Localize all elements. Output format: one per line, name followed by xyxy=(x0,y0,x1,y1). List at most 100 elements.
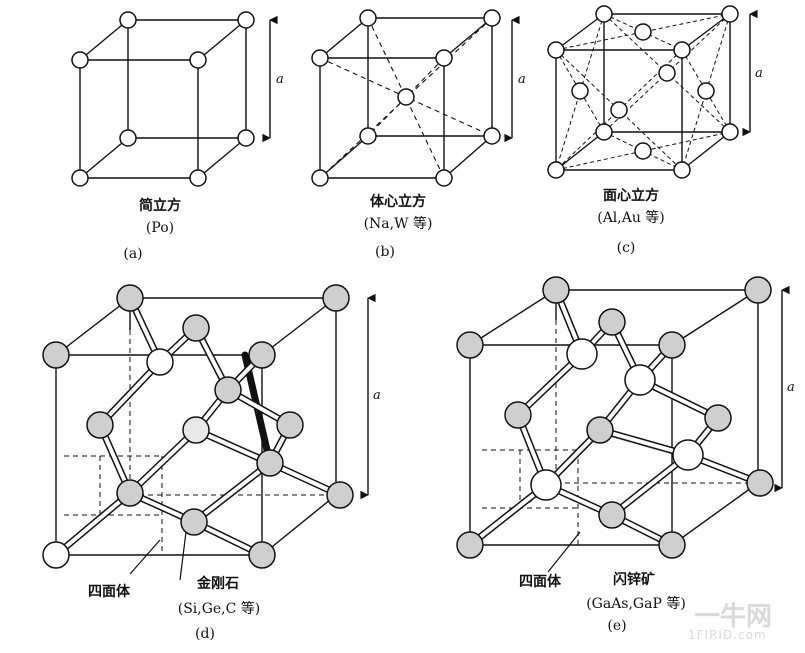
atom xyxy=(586,416,614,444)
atom xyxy=(71,51,89,69)
axis-label-e: a xyxy=(787,380,795,395)
atom-corner xyxy=(42,341,70,369)
axis-label-b: a xyxy=(518,72,526,87)
caption-example-b: (Na,W 等) xyxy=(363,216,433,232)
pointer-label-tetrahedron-d: 四面体 xyxy=(88,584,130,600)
atom xyxy=(483,127,501,145)
caption-example-d: (Si,Ge,C 等) xyxy=(177,601,261,617)
atom xyxy=(566,338,598,370)
atom-corner xyxy=(456,331,484,359)
atom-corner xyxy=(248,541,276,569)
atom xyxy=(624,364,656,396)
atom-face xyxy=(610,101,628,119)
atom xyxy=(483,9,501,27)
atom-corner xyxy=(744,276,772,304)
caption-tag-e: (e) xyxy=(607,618,627,634)
atom xyxy=(86,411,114,439)
atom xyxy=(673,41,691,59)
atom-face xyxy=(634,142,652,160)
caption-tag-a: (a) xyxy=(123,246,143,262)
atom xyxy=(189,169,207,187)
atom-corner xyxy=(326,481,354,509)
atom-corner xyxy=(248,341,276,369)
atom xyxy=(71,169,89,187)
atom xyxy=(276,411,304,439)
axis-label-a: a xyxy=(276,72,284,87)
atom-face xyxy=(697,82,715,100)
atom xyxy=(311,169,329,187)
atom xyxy=(116,479,144,507)
axis-label-c: a xyxy=(755,66,763,81)
atom xyxy=(119,129,137,147)
caption-example-c: (Al,Au 等) xyxy=(597,210,665,226)
atom xyxy=(435,49,453,67)
atom xyxy=(214,376,242,404)
watermark-logo: 一牛网 xyxy=(694,602,773,632)
atom-corner xyxy=(542,276,570,304)
atom-corner xyxy=(658,531,686,559)
atom xyxy=(237,129,255,147)
atom xyxy=(530,469,562,501)
watermark-url: 1FIRID.com xyxy=(688,628,767,642)
pointer-lines-d xyxy=(129,531,187,581)
atom xyxy=(256,449,284,477)
atom xyxy=(189,51,207,69)
atoms-body-centered xyxy=(311,9,501,187)
caption-title-c: 面心立方 xyxy=(603,188,659,204)
atom-corner xyxy=(42,541,70,569)
atom xyxy=(704,404,732,432)
atom xyxy=(504,401,532,429)
atom xyxy=(119,11,137,29)
atom-corner xyxy=(658,331,686,359)
atom xyxy=(180,508,208,536)
atom xyxy=(359,127,377,145)
atom xyxy=(146,348,174,376)
atoms-zinc-blende xyxy=(456,276,774,559)
atom xyxy=(598,501,626,529)
atoms-simple-cubic xyxy=(71,11,255,187)
atom-face xyxy=(658,64,676,82)
atoms-diamond xyxy=(42,284,354,569)
atoms-face-centered xyxy=(547,5,739,179)
caption-title-b: 体心立方 xyxy=(370,194,426,210)
atom-corner xyxy=(322,284,350,312)
atom xyxy=(595,5,613,23)
atom-center xyxy=(397,88,415,106)
atom xyxy=(672,439,704,471)
atom xyxy=(598,308,626,336)
caption-title-d: 金刚石 xyxy=(197,576,239,592)
caption-tag-b: (b) xyxy=(375,244,395,260)
caption-example-a: (Po) xyxy=(145,220,175,236)
cube-diamond xyxy=(55,297,337,556)
atom xyxy=(595,123,613,141)
atom xyxy=(182,314,210,342)
atom xyxy=(673,161,691,179)
atom xyxy=(435,169,453,187)
atom xyxy=(547,161,565,179)
cube-zinc-blende xyxy=(469,289,759,546)
atom xyxy=(237,11,255,29)
axis-label-d: a xyxy=(373,388,381,403)
atom-face xyxy=(634,23,652,41)
atom xyxy=(359,9,377,27)
caption-example-e: (GaAs,GaP 等) xyxy=(586,596,686,612)
caption-title-a: 简立方 xyxy=(139,198,181,214)
caption-tag-c: (c) xyxy=(616,240,636,256)
pointer-label-tetrahedron-e: 四面体 xyxy=(519,574,561,590)
atom-corner xyxy=(746,469,774,497)
atom xyxy=(721,5,739,23)
atom xyxy=(721,123,739,141)
caption-tag-d: (d) xyxy=(195,626,215,642)
atom xyxy=(182,416,210,444)
cube-body-centered xyxy=(319,17,493,179)
cube-simple-cubic xyxy=(79,19,247,179)
atom-corner xyxy=(456,531,484,559)
atom-corner xyxy=(116,284,144,312)
cube-face-centered xyxy=(555,13,731,171)
atom-face xyxy=(571,82,589,100)
atom xyxy=(547,41,565,59)
atom xyxy=(311,49,329,67)
pointer-lines-e xyxy=(547,531,581,573)
